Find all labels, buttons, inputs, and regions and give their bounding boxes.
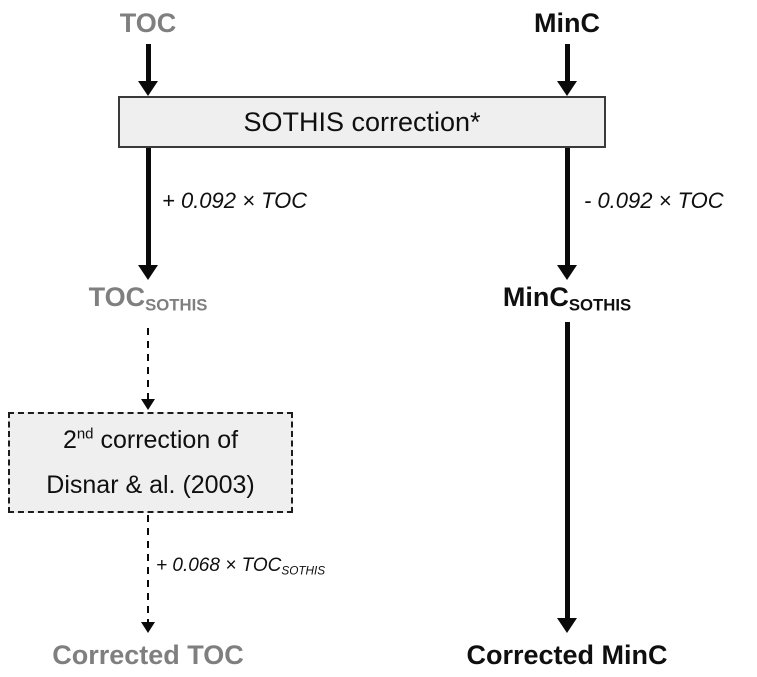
sothis-correction-box: SOTHIS correction* bbox=[118, 96, 606, 148]
arrow-shaft bbox=[147, 515, 149, 622]
arrow-shaft bbox=[147, 328, 149, 399]
arrow-head bbox=[138, 265, 158, 280]
toc-sothis-node: TOCSOTHIS bbox=[48, 282, 248, 316]
sothis-to-minc-sothis-arrow bbox=[557, 148, 577, 280]
corrected-toc-node: Corrected TOC bbox=[52, 640, 244, 670]
toc-input-arrow bbox=[138, 44, 158, 96]
arrow-shaft bbox=[564, 44, 570, 81]
arrow-shaft bbox=[145, 44, 151, 81]
minc-correction-formula: - 0.092 × TOC bbox=[584, 188, 724, 213]
sothis-to-toc-sothis-arrow bbox=[138, 148, 158, 280]
second-correction-line1: 2nd correction of bbox=[63, 418, 238, 463]
minc-sothis-to-corrected-minc-arrow bbox=[557, 322, 577, 633]
toc-node: TOC bbox=[119, 8, 177, 38]
toc-correction-formula: + 0.092 × TOC bbox=[162, 188, 308, 213]
second-correction-line2: Disnar & al. (2003) bbox=[46, 470, 255, 499]
toc-sothis-base: TOC bbox=[88, 282, 146, 312]
second-correction-formula-subscript: SOTHIS bbox=[281, 564, 326, 578]
arrow-head bbox=[557, 81, 577, 96]
arrow-head bbox=[141, 622, 155, 633]
sothis-correction-box-label: SOTHIS correction* bbox=[243, 106, 481, 137]
second-correction-text: correction of bbox=[93, 425, 239, 454]
toc-sothis-to-second-correction-arrow bbox=[141, 328, 155, 410]
minc-sothis-node: MinCSOTHIS bbox=[467, 282, 667, 316]
arrow-shaft bbox=[564, 148, 570, 265]
second-correction-formula-base: + 0.068 × TOC bbox=[156, 555, 282, 576]
second-correction-number: 2 bbox=[62, 425, 77, 454]
minc-sothis-base: MinC bbox=[502, 282, 569, 312]
second-correction-to-corrected-toc-arrow bbox=[141, 515, 155, 633]
arrow-head bbox=[141, 399, 155, 410]
arrow-head bbox=[138, 81, 158, 96]
arrow-head bbox=[557, 618, 577, 633]
minc-node: MinC bbox=[534, 8, 600, 38]
minc-sothis-subscript: SOTHIS bbox=[568, 295, 632, 315]
arrow-shaft bbox=[145, 148, 151, 265]
corrected-minc-node: Corrected MinC bbox=[466, 640, 668, 670]
second-correction-formula: + 0.068 × TOCSOTHIS bbox=[156, 555, 325, 577]
second-correction-box: 2nd correction of Disnar & al. (2003) bbox=[8, 412, 293, 513]
second-correction-ordinal: nd bbox=[76, 425, 94, 443]
arrow-head bbox=[557, 265, 577, 280]
toc-sothis-subscript: SOTHIS bbox=[145, 295, 208, 315]
arrow-shaft bbox=[564, 322, 570, 618]
minc-input-arrow bbox=[557, 44, 577, 96]
